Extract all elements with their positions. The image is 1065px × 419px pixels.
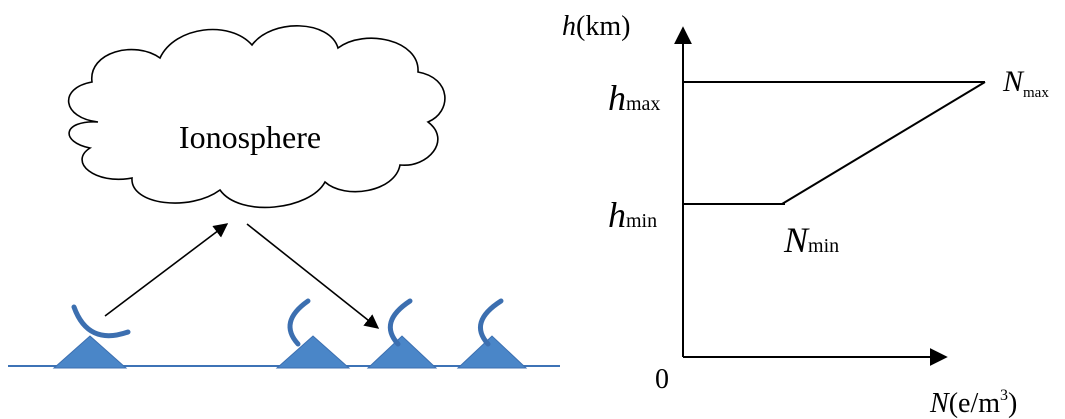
x-axis-label: N(e/m3) — [929, 387, 1017, 419]
h-max-label: hmax — [608, 78, 660, 118]
cloud-label: Ionosphere — [179, 119, 321, 155]
ionosphere-cloud-icon: Ionosphere — [67, 25, 446, 209]
n-max-label: Nmax — [1002, 65, 1049, 101]
ionosphere-diagram: Ionosphere — [8, 25, 560, 369]
n-min-label: Nmin — [783, 220, 839, 260]
arrow-down-right-icon — [246, 223, 380, 329]
y-axis-label: h(km) — [562, 11, 630, 42]
antenna-receiver-icon — [275, 298, 351, 369]
arrow-up-right-icon — [104, 223, 229, 317]
density-profile-line — [781, 81, 986, 205]
antenna-receiver-icon — [456, 298, 528, 369]
origin-label: 0 — [655, 364, 669, 395]
density-height-graph: h(km) hmax hmin Nmax Nmin 0 N(e/m3) — [562, 11, 1049, 419]
antenna-receiver-icon — [366, 298, 438, 369]
h-min-label: hmin — [608, 195, 657, 235]
antenna-transmitter-icon — [52, 304, 131, 369]
